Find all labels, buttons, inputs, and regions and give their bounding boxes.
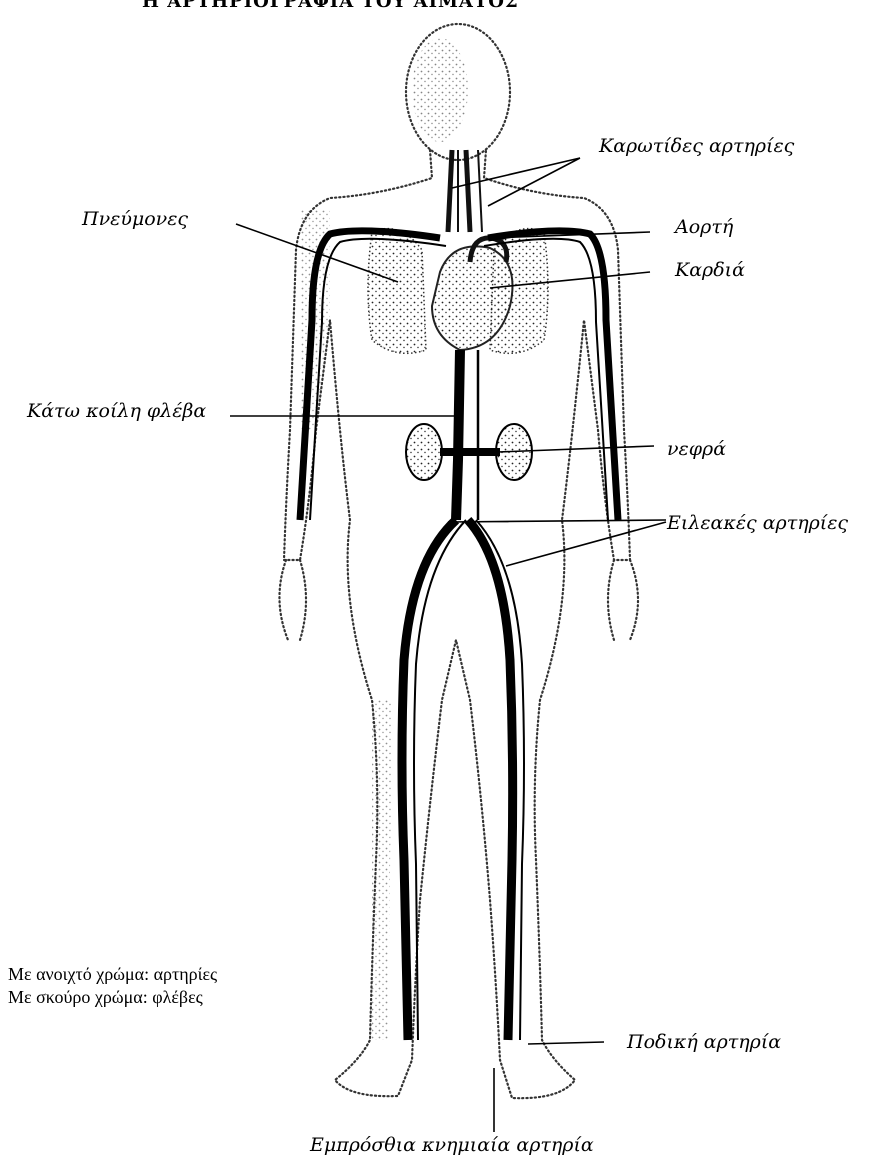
label-kidneys: νεφρά — [667, 440, 726, 459]
left-kidney — [406, 424, 442, 480]
vena-cava — [456, 350, 460, 520]
head-stipple — [412, 38, 468, 142]
legend-veins: Με σκούρο χρώμα: φλέβες — [8, 988, 203, 1006]
label-iliac-arteries: Ειλεακές αρτηρίες — [667, 514, 848, 533]
label-dorsalis-pedis: Ποδική αρτηρία — [627, 1033, 781, 1052]
label-heart: Καρδιά — [675, 261, 745, 280]
label-aorta: Αορτή — [675, 218, 733, 237]
label-carotid-arteries: Καρωτίδες αρτηρίες — [599, 137, 794, 156]
left-leg-artery — [414, 520, 466, 1040]
legend-arteries: Με ανοιχτό χρώμα: αρτηρίες — [8, 965, 217, 983]
label-lungs: Πνεύμονες — [82, 210, 188, 229]
label-vena-cava: Κάτω κοίλη φλέβα — [27, 402, 206, 421]
left-leg-vein — [402, 520, 456, 1040]
label-anterior-tibial: Εμπρόσθια κνημιαία αρτηρία — [310, 1136, 594, 1155]
right-leg-vein — [468, 520, 513, 1040]
left-lung — [368, 229, 426, 354]
leg-stipple — [372, 700, 392, 1040]
